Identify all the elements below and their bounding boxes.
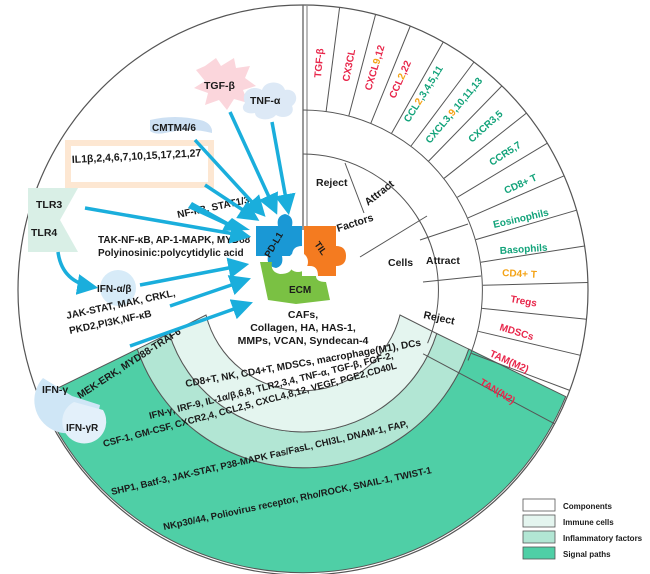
spoke-line [482,282,588,286]
reject-attract-divider-top [344,162,365,214]
factors-cells-divider [359,215,428,258]
nfkb-arrow-block [188,202,250,231]
tak-line2: Polyinosinic:polycytidylic acid [98,248,244,259]
legend-swatch-immune [522,514,556,528]
cmtm-banner [150,117,212,134]
inner-arc-ring [302,153,439,344]
arrow-tnf-alpha [270,121,296,216]
spoke-line [471,352,570,391]
ifn-ab-circle [100,270,136,306]
spoke-line [457,142,548,198]
right-spokes [302,5,588,425]
spoke-line [428,85,503,162]
spoke-label-basophils: Basophils [499,243,548,257]
arrow-tlr-curve [56,251,99,295]
puzzle-pdl1 [256,214,302,268]
legend-label-components: Components [563,502,612,511]
cmtm-label: CMTM4/6 [152,123,196,134]
spoke-line [348,14,377,117]
arrows [56,111,296,348]
spoke-line [410,61,475,147]
ifn-gamma-receptor-shape [62,402,107,444]
legend-swatch-inflammatory [522,530,556,544]
spoke-line [443,112,527,179]
legend-swatch-signal [522,546,556,560]
tlr3-label: TLR3 [36,199,62,211]
ifn-gamma-label: IFN-γ [42,384,68,396]
attract-reject-divider-bottom [422,275,482,283]
spoke-label-tregs: Tregs [509,294,538,310]
tlr4-label: TLR4 [31,227,57,239]
spoke-line [325,7,341,112]
ifn-gamma-receptor-label: IFN-γR [66,423,99,434]
tak-line1: TAK-NF-κB, AP-1-MAPK, MYD88 [98,235,251,246]
arrow-jak [169,275,251,308]
tgf-beta-label: TGF-β [204,80,235,92]
tlr-shape [28,188,78,252]
spoke-line [475,209,577,241]
arrow-ifn-ab [139,257,250,287]
spoke-line [478,330,581,356]
immune-cells-band [168,314,438,433]
attract-bottom-label: Attract [426,255,460,267]
spoke-line [467,175,565,219]
puzzle-ecm [260,262,330,304]
legend-label-signal: Signal paths [563,550,611,559]
spoke-line [422,353,555,425]
legend: Components Immune cells Inflammatory fac… [522,498,643,560]
tnf-alpha-cloud [242,82,297,120]
arrow-tlr [84,206,252,244]
puzzle-til [304,226,346,276]
middle-arc-ring [302,109,483,361]
cells-attract-divider [419,223,469,241]
legend-label-inflammatory: Inflammatory factors [563,534,643,543]
ecm-components-line2: Collagen, HA, HAS-1, [250,322,356,334]
ecm-components-line1: CAFs, [288,309,318,321]
spoke-line [480,245,585,263]
arrow-mek [129,299,253,348]
tnf-alpha-label: TNF-α [250,95,281,107]
reject-top-label: Reject [316,177,348,189]
legend-swatch-components [522,498,556,512]
spoke-line [391,41,444,134]
spoke-line [482,307,587,320]
ecm-label: ECM [289,285,311,296]
spoke-label-tgf-beta: TGF-β [313,48,327,78]
tgf-beta-burst [194,58,256,110]
il-list-box [65,140,214,188]
legend-label-immune: Immune cells [563,518,614,527]
spoke-label-cd4-t: CD4+ T [502,268,537,281]
ifn-ab-label: IFN-α/β [97,284,131,295]
ecm-components-line3: MMPs, VCAN, Syndecan-4 [238,335,369,347]
arrow-tgf-beta [228,111,278,215]
puzzle-center-hole [288,252,308,272]
spoke-line [370,25,411,124]
cells-label: Cells [388,257,413,269]
arrow-il [204,183,260,221]
